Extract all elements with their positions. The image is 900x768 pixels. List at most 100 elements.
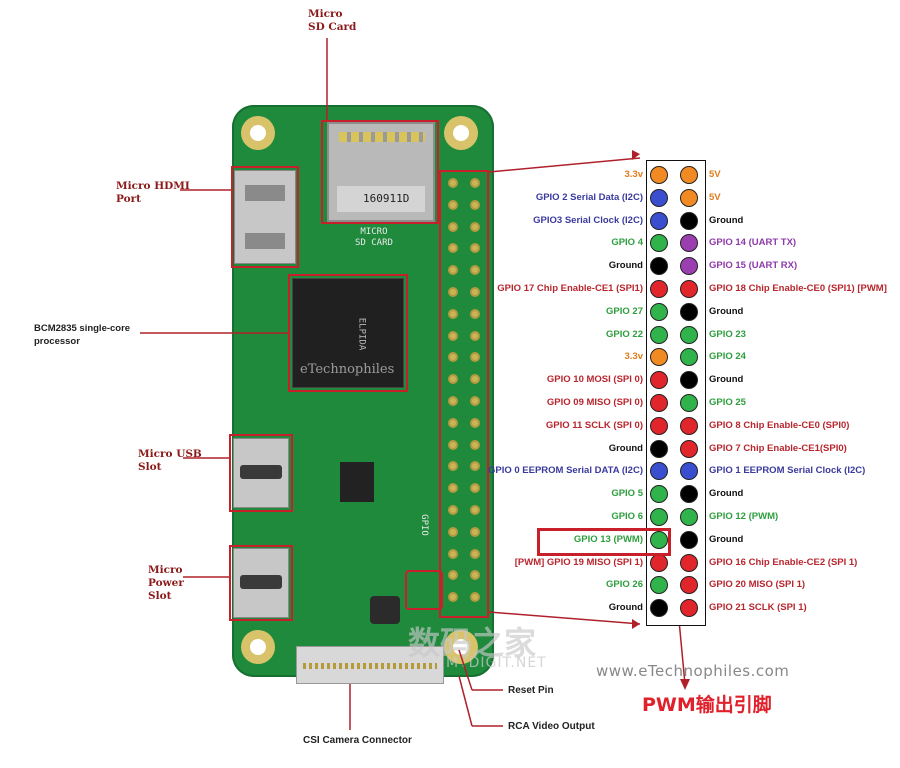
- pin-label-right: 5V: [709, 169, 721, 180]
- header-hole: [470, 330, 480, 341]
- pin-label-right: GPIO 1 EEPROM Serial Clock (I2C): [709, 465, 866, 477]
- power-highlight-box: [229, 545, 293, 621]
- pin-label-right: GPIO 23: [709, 328, 746, 340]
- pin-label-right: GPIO 8 Chip Enable-CE0 (SPI0): [709, 419, 850, 431]
- pin-label-left: Ground: [608, 442, 643, 454]
- header-highlight-box: [439, 170, 489, 618]
- pin-label-right: GPIO 20 MISO (SPI 1): [709, 579, 806, 591]
- pin-even: [680, 166, 698, 184]
- pin-label-right: Ground: [709, 374, 744, 386]
- pin-even: [680, 576, 698, 595]
- header-hole: [448, 265, 458, 276]
- pin-odd: [650, 302, 668, 321]
- header-hole: [470, 461, 480, 472]
- pin-odd: [650, 439, 668, 458]
- pin-label-right: GPIO 7 Chip Enable-CE1(SPI0): [709, 442, 847, 454]
- pin-odd: [650, 485, 668, 504]
- pin-odd: [650, 416, 668, 435]
- pin-even: [680, 188, 698, 207]
- pin-label-right: Ground: [709, 214, 744, 226]
- pin-odd: [650, 371, 668, 390]
- label-rca: RCA Video Output: [508, 721, 595, 732]
- pin-even: [680, 439, 698, 458]
- pin-odd: [650, 530, 668, 549]
- pin-label-left: GPIO 5: [611, 488, 643, 500]
- usb-highlight-box: [229, 434, 293, 512]
- header-hole: [470, 265, 480, 276]
- label-micro-sd: Micro SD Card: [308, 8, 357, 33]
- micro-power-port: [233, 548, 289, 618]
- mounting-hole-top-right: [444, 116, 478, 150]
- header-hole: [448, 417, 458, 428]
- pin-odd: [650, 576, 668, 595]
- pin-label-right: GPIO 12 (PWM): [709, 511, 779, 522]
- pin-even: [680, 348, 698, 367]
- pin-label-right: GPIO 21 SCLK (SPI 1): [709, 602, 807, 614]
- label-usb: Micro USB Slot: [138, 448, 202, 473]
- pin-even: [680, 599, 698, 618]
- pin-label-right: GPIO 15 (UART RX): [709, 260, 798, 272]
- pin-even: [680, 508, 698, 526]
- pwm-note: PWM输出引脚: [642, 694, 772, 716]
- pin-label-right: 5V: [709, 191, 721, 203]
- pin-odd: [650, 348, 668, 367]
- pin-label-right: Ground: [709, 488, 744, 500]
- header-hole: [448, 243, 458, 254]
- pin-even: [680, 462, 698, 481]
- pin-even: [680, 530, 698, 549]
- pin-even: [680, 234, 698, 253]
- pin-label-left: Ground: [608, 260, 643, 272]
- label-power: Micro Power Slot: [148, 564, 184, 602]
- pin-label-left: [PWM] GPIO 19 MISO (SPI 1): [514, 556, 643, 568]
- label-cpu: BCM2835 single-core processor: [34, 323, 131, 347]
- header-hole: [448, 308, 458, 319]
- pin-label-right: Ground: [709, 533, 744, 545]
- header-hole: [448, 330, 458, 341]
- pin-label-left: GPIO 11 SCLK (SPI 0): [545, 419, 643, 431]
- header-hole: [448, 287, 458, 297]
- sd-code-text: 160911D: [363, 192, 410, 205]
- pin-label-left: GPIO 10 MOSI (SPI 0): [546, 374, 643, 386]
- pin-label-left: GPIO 2 Serial Data (I2C): [535, 191, 643, 203]
- pin-odd: [650, 188, 668, 207]
- header-hole: [470, 221, 480, 232]
- sd-silkscreen: MICRO SD CARD: [355, 227, 393, 248]
- pin-label-left: GPIO3 Serial Clock (I2C): [533, 214, 643, 226]
- label-csi: CSI Camera Connector: [303, 735, 412, 746]
- pin-odd: [650, 553, 668, 572]
- pin-odd: [650, 394, 668, 412]
- header-hole: [448, 461, 458, 472]
- header-hole: [470, 352, 480, 363]
- pin-odd: [650, 211, 668, 230]
- header-hole: [448, 221, 458, 232]
- pin-even: [680, 302, 698, 321]
- pin-label-right: GPIO 25: [709, 397, 746, 408]
- hdmi-highlight-box: [231, 166, 299, 268]
- pin-label-right: GPIO 24: [709, 351, 746, 363]
- label-reset: Reset Pin: [508, 685, 554, 696]
- board-watermark: eTechnophiles: [300, 362, 395, 377]
- pin-label-right: Ground: [709, 305, 744, 317]
- header-hole: [470, 178, 480, 188]
- pin-label-left: GPIO 09 MISO (SPI 0): [546, 397, 643, 408]
- site-watermark: www.eTechnophiles.com: [596, 662, 790, 680]
- pwm-highlight-box: [537, 528, 671, 556]
- pin-even: [680, 416, 698, 435]
- pin-odd: [650, 599, 668, 618]
- pin-label-left: GPIO 27: [606, 305, 643, 317]
- reset-pads: [405, 570, 443, 610]
- header-hole: [470, 287, 480, 297]
- bcm2835-chip: ELPIDA: [292, 278, 404, 388]
- cpu-highlight-box: [288, 274, 408, 392]
- csi-connector: [296, 646, 444, 684]
- header-hole: [470, 439, 480, 450]
- pin-odd: [650, 257, 668, 276]
- small-chip: [340, 462, 374, 502]
- pin-even: [680, 485, 698, 504]
- sd-card-slot: 160911D: [327, 122, 435, 222]
- header-hole: [470, 592, 480, 603]
- header-hole: [448, 439, 458, 450]
- pin-label-left: GPIO 17 Chip Enable-CE1 (SPI1): [497, 283, 643, 294]
- label-hdmi: Micro HDMI Port: [116, 180, 190, 205]
- header-hole: [448, 526, 458, 537]
